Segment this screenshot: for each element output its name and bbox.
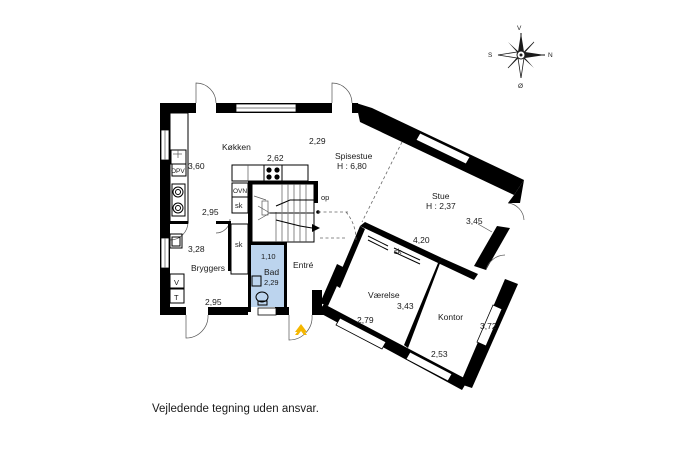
room-living-label: Stue	[432, 191, 450, 201]
dim-living-right: 3,45	[466, 216, 483, 226]
dim-kitchen-left: 3,60	[188, 161, 205, 171]
dim-closet: 1,10	[261, 252, 276, 261]
disclaimer-text: Vejledende tegning uden ansvar.	[152, 403, 319, 415]
compass-north-label: V	[517, 25, 522, 32]
washer-label: V	[174, 278, 179, 287]
dim-bath: 2,29	[264, 278, 279, 287]
dim-kitchen-bottom: 2,95	[202, 207, 219, 217]
exterior-walls	[160, 103, 524, 390]
fixture-labels: OPV OVN sk sk sk V T op	[171, 168, 402, 302]
room-labels: Køkken Spisestue H : 6,80 Stue H : 2,37 …	[191, 142, 463, 322]
room-entrance-label: Entré	[293, 260, 314, 270]
room-dining-height: H : 6,80	[337, 161, 367, 171]
dim-utility-bottom: 2,95	[205, 297, 222, 307]
windows	[160, 103, 503, 382]
dryer-label: T	[174, 293, 179, 302]
fridge-label: OPV	[171, 168, 185, 175]
room-bath-label: Bad	[264, 267, 279, 277]
kitchen-cupboard-label: sk	[235, 201, 243, 210]
compass-rose: V N Ø S	[488, 25, 553, 90]
stairs-up-label: op	[321, 193, 329, 202]
room-office-label: Kontor	[438, 312, 463, 322]
compass-south-label: Ø	[518, 83, 523, 90]
utility-closet-label: sk	[235, 240, 243, 249]
compass-east-label: N	[548, 52, 553, 59]
closet-floor	[251, 245, 284, 262]
dimension-labels: 2,29 3,60 2,62 2,95 3,28 2,95 1,10 2,29 …	[188, 136, 497, 359]
dim-stair-top: 2,62	[267, 153, 284, 163]
staircase	[251, 183, 320, 243]
room-dining-label: Spisestue	[335, 151, 373, 161]
dim-office-right: 3,72	[480, 321, 497, 331]
room-living-height: H : 2,37	[426, 201, 456, 211]
oven-label: OVN	[233, 188, 247, 195]
bedroom-closet-label: sk	[394, 247, 402, 256]
room-bedroom-label: Værelse	[368, 290, 400, 300]
fixtures	[169, 112, 493, 335]
room-utility-label: Bryggers	[191, 263, 225, 273]
dim-bedroom-top: 4,20	[413, 235, 430, 245]
dim-bedroom-bottom: 2,79	[357, 315, 374, 325]
dim-bedroom-right: 3,43	[397, 301, 414, 311]
doors	[169, 82, 525, 341]
dim-utility-right: 3,28	[188, 244, 205, 254]
interior-walls	[170, 181, 478, 348]
dim-office-bottom: 2,53	[431, 349, 448, 359]
room-kitchen-label: Køkken	[222, 142, 251, 152]
compass-west-label: S	[488, 52, 493, 59]
dim-kitchen-width: 2,29	[309, 136, 326, 146]
